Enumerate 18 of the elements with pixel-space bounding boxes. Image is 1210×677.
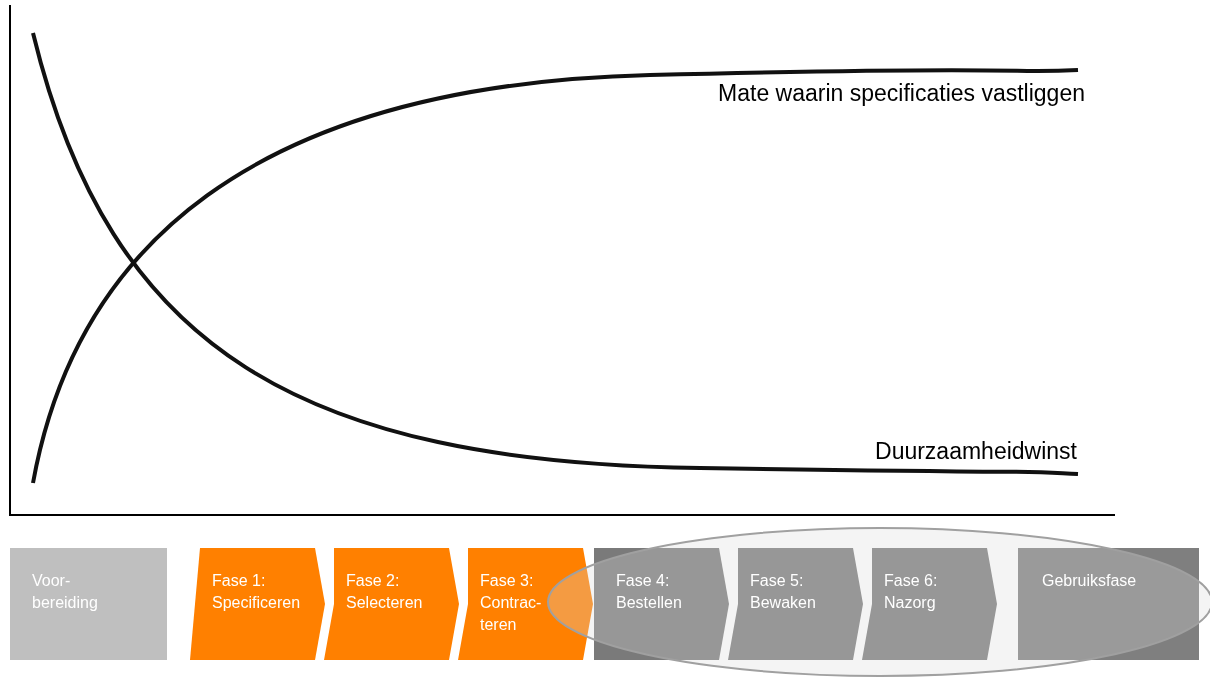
phase-label: Voor- bereiding (32, 571, 99, 613)
phase-label: Fase 2: Selecteren (346, 571, 424, 613)
phase-box (1018, 548, 1199, 660)
chevron-shape (190, 548, 325, 660)
phase-box (10, 548, 167, 660)
chevron-shape (594, 548, 729, 660)
chevron-shape (728, 548, 863, 660)
chevron-shape (458, 548, 593, 660)
chevron-shape (862, 548, 997, 660)
phase-label: Fase 1: Specificeren (212, 571, 302, 613)
phase-label: Fase 6: Nazorg (884, 571, 939, 613)
phase-label: Fase 5: Bewaken (750, 571, 817, 613)
curve-label: Mate waarin specificaties vastliggen (718, 80, 1085, 107)
chevron-shape (324, 548, 459, 660)
curve-label: Duurzaamheidwinst (875, 438, 1077, 465)
phase-label: Gebruiksfase (1042, 571, 1138, 591)
phase-label: Fase 4: Bestellen (616, 571, 683, 613)
phase-label: Fase 3: Contrac- teren (480, 571, 543, 635)
